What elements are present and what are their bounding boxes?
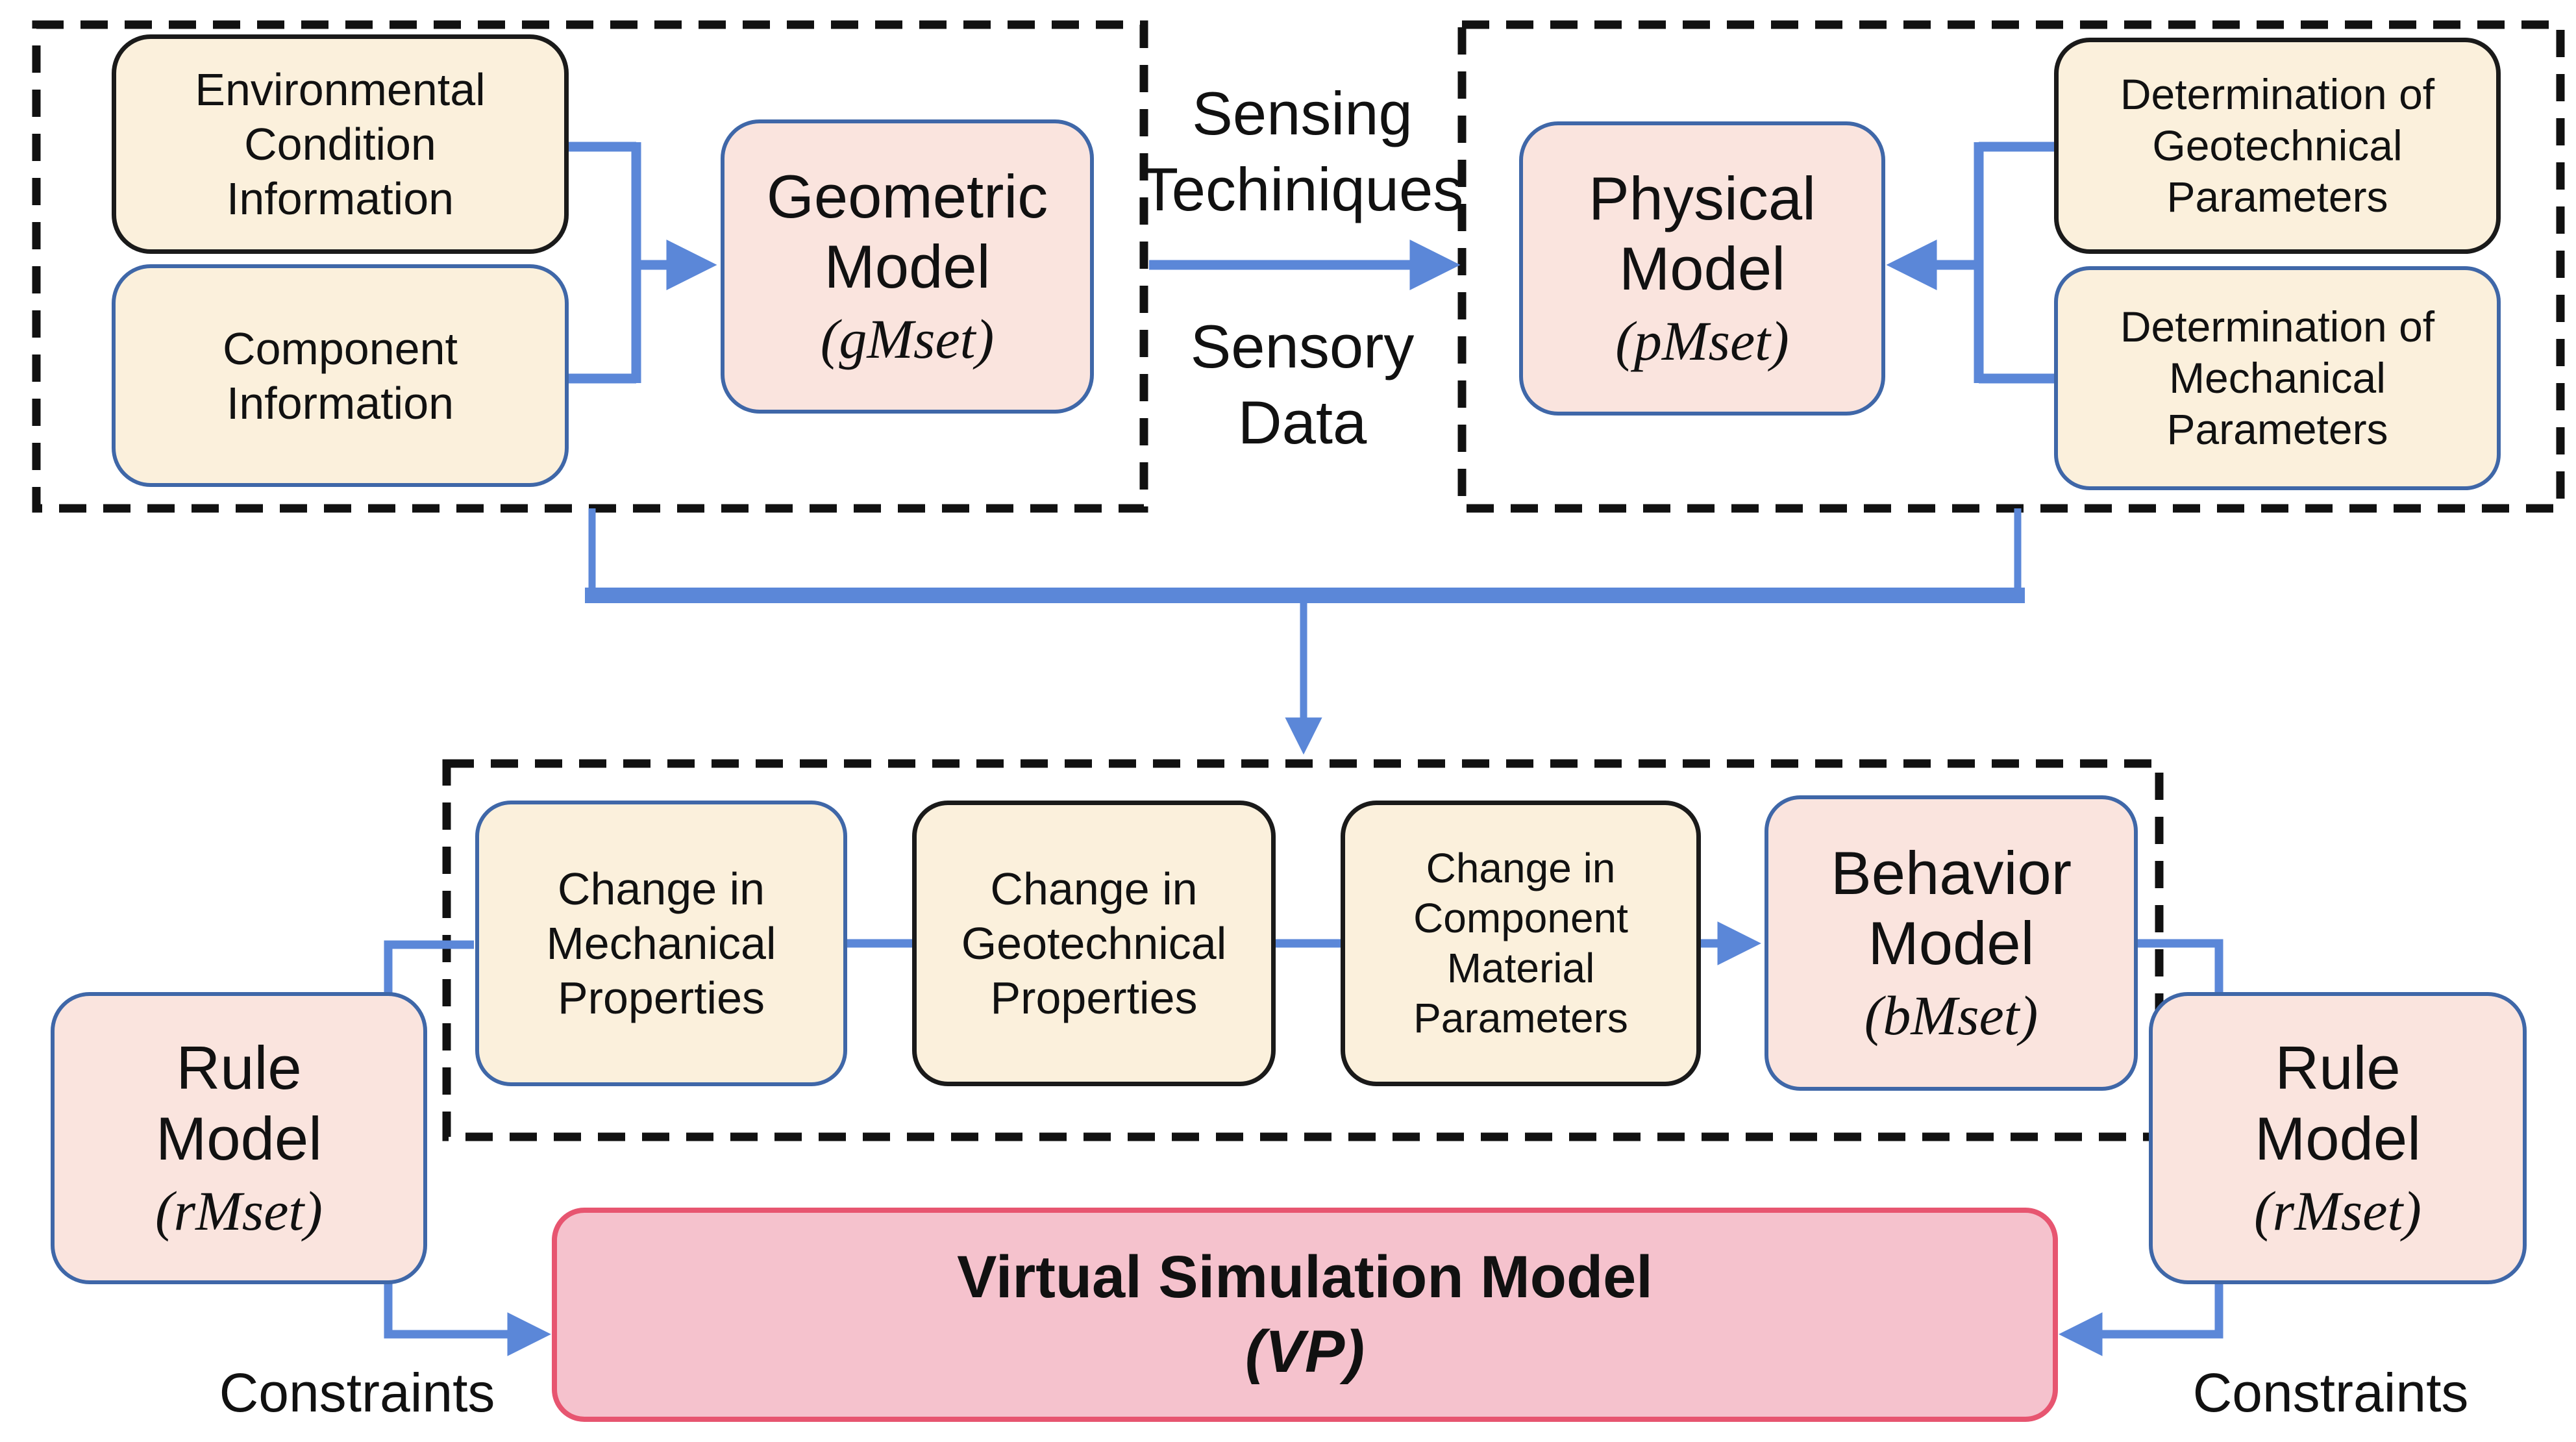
node-label: Component Information xyxy=(223,323,458,429)
node-title: Virtual Simulation Model xyxy=(957,1244,1653,1310)
node-environmental-condition-information: Environmental Condition Information xyxy=(112,34,569,254)
node-title: Rule Model xyxy=(155,1034,323,1173)
node-label: Change in Component Material Parameters xyxy=(1413,845,1628,1041)
changes-group-dashed-box xyxy=(442,759,2164,1141)
node-behavior-model: Behavior Model (bMset) xyxy=(1765,795,2138,1091)
node-label: Change in Geotechnical Properties xyxy=(961,864,1227,1023)
node-label: Determination of Geotechnical Parameters xyxy=(2120,69,2435,221)
node-title: Geometric Model xyxy=(766,162,1048,301)
node-determination-mechanical-parameters: Determination of Mechanical Parameters xyxy=(2054,266,2501,490)
node-label: Determination of Mechanical Parameters xyxy=(2120,302,2435,454)
connector-behavior-to-ruleright xyxy=(2136,939,2223,993)
node-change-geotechnical-properties: Change in Geotechnical Properties xyxy=(912,801,1276,1086)
node-set-name: (rMset) xyxy=(155,1179,323,1242)
node-set-name: (rMset) xyxy=(2254,1179,2421,1242)
physical-group-dashed-box xyxy=(1457,20,2565,513)
node-rule-model-right: Rule Model (rMset) xyxy=(2149,992,2527,1284)
node-title: Behavior Model xyxy=(1831,838,2072,978)
node-geometric-model: Geometric Model (gMset) xyxy=(721,119,1094,414)
arrow-ruleright-to-vsm xyxy=(2059,1282,2223,1356)
node-set-name: (pMset) xyxy=(1615,310,1789,373)
label-constraints-left: Constraints xyxy=(219,1361,495,1423)
node-set-name: (gMset) xyxy=(820,308,995,371)
node-label: Change in Mechanical Properties xyxy=(546,864,776,1023)
connector-ruleleft-to-changes-group xyxy=(384,940,474,995)
label-constraints-right: Constraints xyxy=(2192,1361,2469,1423)
node-label: Environmental Condition Information xyxy=(195,64,486,224)
node-change-mechanical-properties: Change in Mechanical Properties xyxy=(475,801,847,1086)
node-rule-model-left: Rule Model (rMset) xyxy=(51,992,427,1284)
node-physical-model: Physical Model (pMset) xyxy=(1519,121,1885,416)
node-determination-geotechnical-parameters: Determination of Geotechnical Parameters xyxy=(2054,38,2501,254)
node-set-name: (VP) xyxy=(1245,1319,1365,1385)
node-title: Rule Model xyxy=(2254,1034,2421,1173)
label-sensory-data: Sensory Data xyxy=(1190,312,1415,457)
label-sensing-techniques: Sensing Techiniques xyxy=(1141,79,1464,224)
node-component-information: Component Information xyxy=(112,264,569,487)
node-virtual-simulation-model: Virtual Simulation Model (VP) xyxy=(552,1208,2058,1422)
node-set-name: (bMset) xyxy=(1864,984,2038,1047)
node-title: Physical Model xyxy=(1588,164,1816,303)
node-change-component-material-parameters: Change in Component Material Parameters xyxy=(1341,801,1701,1086)
arrow-ruleleft-to-vsm xyxy=(384,1282,551,1356)
